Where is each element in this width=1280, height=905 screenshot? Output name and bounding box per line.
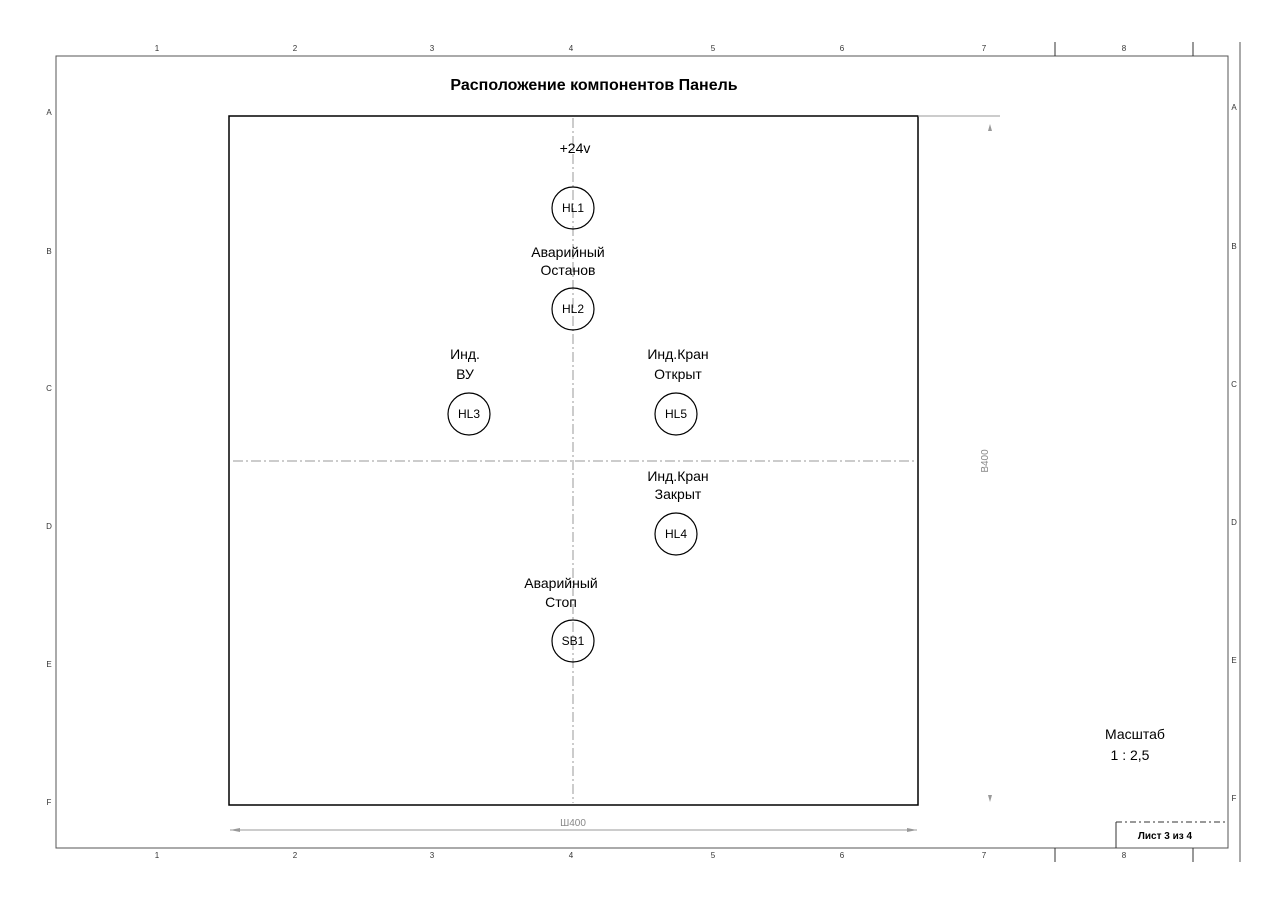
column-labels-bottom: 1 2 3 4 5 6 7 8 <box>155 851 1127 860</box>
component-label: Инд. <box>450 346 480 362</box>
col-label: 1 <box>155 851 160 860</box>
row-label: C <box>1231 380 1237 389</box>
component-SB1[interactable]: Аварийный Стоп SB1 <box>524 575 598 663</box>
row-label: A <box>1231 103 1237 112</box>
row-label: B <box>1231 242 1236 251</box>
component-label: Аварийный <box>531 244 604 260</box>
indicator-lamp-symbol <box>654 512 698 556</box>
component-label: Инд.Кран <box>647 346 708 362</box>
panel-outline <box>228 115 919 806</box>
col-label: 1 <box>155 44 160 53</box>
col-label: 8 <box>1122 44 1127 53</box>
component-HL3[interactable]: Инд. ВУ HL3 <box>447 346 491 436</box>
width-dimension: Ш400 <box>230 818 917 832</box>
push-button-symbol <box>551 619 595 663</box>
row-labels-left: A B C D E F <box>46 108 52 807</box>
indicator-lamp-symbol <box>551 186 595 230</box>
row-label: F <box>1232 794 1237 803</box>
col-label: 8 <box>1122 851 1127 860</box>
height-dimension-label: В400 <box>980 449 991 473</box>
col-label: 6 <box>840 851 845 860</box>
component-label: Открыт <box>654 366 702 382</box>
col-label: 4 <box>569 851 574 860</box>
sheet-box: Лист 3 из 4 <box>1115 821 1226 848</box>
component-HL2[interactable]: Аварийный Останов HL2 <box>531 244 605 331</box>
row-labels-right: A B C D E F <box>1231 103 1237 803</box>
col-label: 3 <box>430 851 435 860</box>
component-label: +24v <box>560 140 591 156</box>
scale-block: Масштаб 1 : 2,5 <box>1105 726 1165 763</box>
col-label: 5 <box>711 851 716 860</box>
col-label: 7 <box>982 44 987 53</box>
outer-frame <box>55 55 1229 849</box>
row-label: F <box>47 798 52 807</box>
col-label: 3 <box>430 44 435 53</box>
drawing-title: Расположение компонентов Панель <box>450 77 737 94</box>
col-label: 2 <box>293 851 298 860</box>
component-id: SB1 <box>562 634 585 648</box>
col-label: 5 <box>711 44 716 53</box>
component-label: Аварийный <box>524 575 597 591</box>
indicator-lamp-symbol <box>654 392 698 436</box>
component-id: HL3 <box>458 407 480 421</box>
component-label: Инд.Кран <box>647 468 708 484</box>
component-id: HL4 <box>665 527 687 541</box>
row-label: A <box>46 108 52 117</box>
width-dimension-label: Ш400 <box>560 818 586 829</box>
scale-value: 1 : 2,5 <box>1111 747 1150 763</box>
col-label: 6 <box>840 44 845 53</box>
component-label: Закрыт <box>655 486 702 502</box>
component-HL1[interactable]: +24v HL1 <box>551 140 595 230</box>
indicator-lamp-symbol <box>551 287 595 331</box>
row-label: C <box>46 384 52 393</box>
sheet-number: Лист 3 из 4 <box>1138 831 1193 842</box>
component-id: HL1 <box>562 201 584 215</box>
row-label: B <box>46 247 51 256</box>
scale-label: Масштаб <box>1105 726 1165 742</box>
col-label: 7 <box>982 851 987 860</box>
component-label: Стоп <box>545 594 577 610</box>
component-id: HL2 <box>562 302 584 316</box>
column-labels-top: 1 2 3 4 5 6 7 8 <box>155 44 1127 53</box>
row-label: D <box>1231 518 1237 527</box>
row-label: D <box>46 522 52 531</box>
height-dimension: В400 <box>918 115 1000 802</box>
component-HL5[interactable]: Инд.Кран Открыт HL5 <box>647 346 709 436</box>
arrow-right-icon <box>907 828 917 832</box>
indicator-lamp-symbol <box>447 392 491 436</box>
arrow-down-icon <box>988 795 992 802</box>
row-label: E <box>1231 656 1236 665</box>
row-label: E <box>46 660 51 669</box>
component-label: Останов <box>541 262 596 278</box>
component-id: HL5 <box>665 407 687 421</box>
component-HL4[interactable]: Инд.Кран Закрыт HL4 <box>647 468 709 556</box>
col-label: 4 <box>569 44 574 53</box>
col-label: 2 <box>293 44 298 53</box>
arrow-left-icon <box>230 828 240 832</box>
arrow-up-icon <box>988 124 992 131</box>
component-label: ВУ <box>456 366 474 382</box>
